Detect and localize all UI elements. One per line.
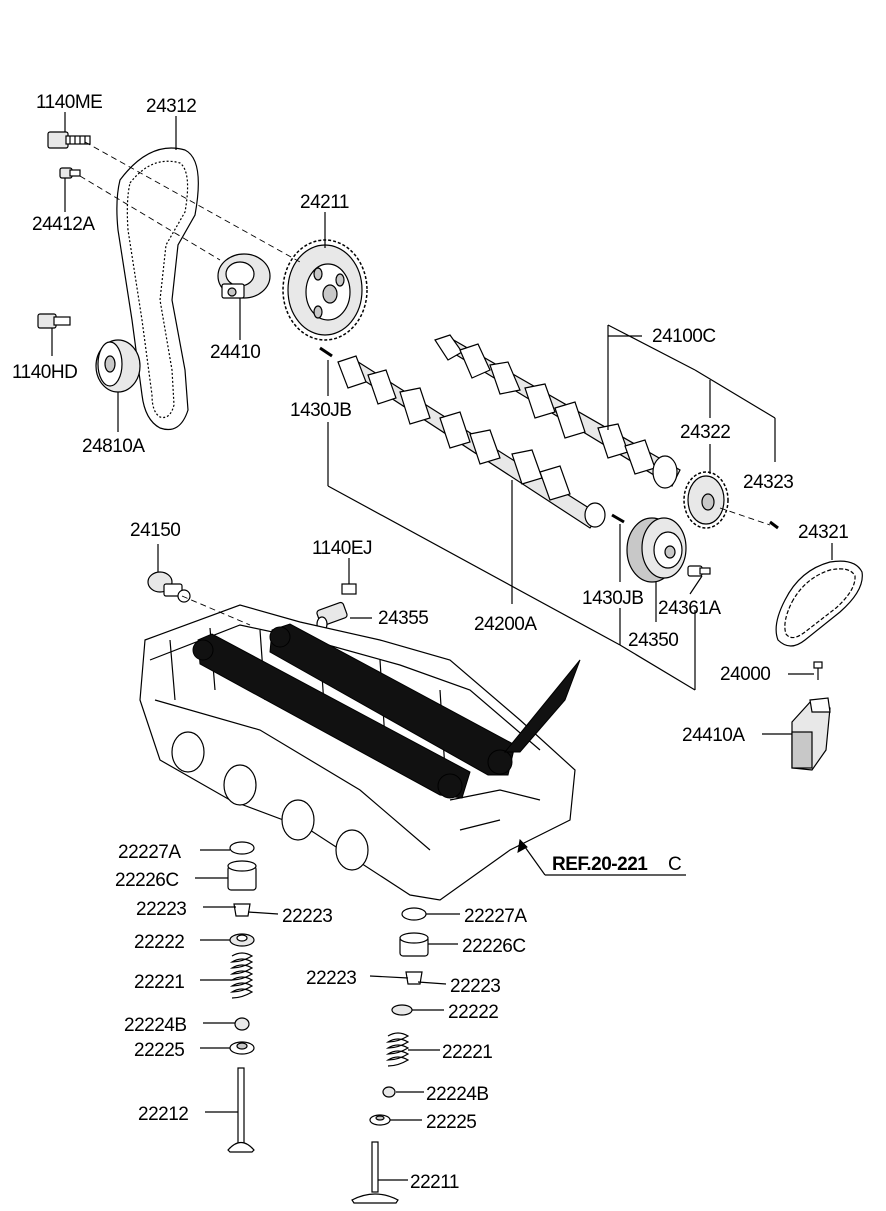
- cvvt-unit: [626, 517, 687, 583]
- label-22224b-left: 22224B: [124, 1015, 187, 1036]
- label-1140ej: 1140EJ: [312, 538, 372, 559]
- label-22222-left: 22222: [134, 932, 184, 953]
- label-22222-right: 22222: [448, 1002, 498, 1023]
- ref-suffix: C: [668, 854, 681, 875]
- label-24355: 24355: [378, 608, 428, 629]
- label-1430jb-lower: 1430JB: [582, 588, 643, 609]
- label-1140hd: 1140HD: [12, 362, 77, 383]
- label-24200a: 24200A: [474, 614, 537, 635]
- cam-sensor: [316, 601, 348, 632]
- leader-lines: [51, 112, 833, 1181]
- label-24410: 24410: [210, 342, 260, 363]
- part-labels: 1140ME 24312 24412A 24211 1140HD 24410 2…: [12, 92, 849, 1193]
- label-22212: 22212: [138, 1104, 188, 1125]
- ref-prefix: REF.20-221: [552, 854, 648, 875]
- bolt-1140ej: [341, 568, 357, 595]
- label-22211: 22211: [410, 1172, 459, 1193]
- label-24000: 24000: [720, 664, 770, 685]
- cylinder-head: [139, 604, 581, 901]
- camshaft-upper: [434, 334, 681, 489]
- label-22227a-left: 22227A: [118, 842, 181, 863]
- label-22225-right: 22225: [426, 1112, 476, 1133]
- chain-tensioner: [791, 697, 831, 771]
- label-22221-left: 22221: [134, 972, 184, 993]
- label-24321: 24321: [798, 522, 848, 543]
- label-24312: 24312: [146, 96, 196, 117]
- pin-24323: [769, 520, 779, 530]
- label-22223-left-2: 22223: [282, 906, 332, 927]
- label-24322: 24322: [680, 422, 730, 443]
- label-24100c: 24100C: [652, 326, 716, 347]
- bolt-24361a: [687, 565, 711, 577]
- label-22223-right-1: 22223: [306, 968, 356, 989]
- valve-train-right: [351, 907, 429, 1204]
- label-22224b-right: 22224B: [426, 1084, 489, 1105]
- label-22221-right: 22221: [442, 1042, 492, 1063]
- label-24323: 24323: [743, 472, 793, 493]
- label-1140me: 1140ME: [36, 92, 102, 113]
- label-22226c-left: 22226C: [115, 870, 179, 891]
- bolt-1140me: [47, 131, 91, 149]
- label-22227a-right: 22227A: [464, 906, 527, 927]
- dowel-pin-top: [319, 346, 333, 358]
- bolt-1140hd: [37, 313, 71, 329]
- label-22226c-right: 22226C: [462, 936, 526, 957]
- label-24810a: 24810A: [82, 436, 145, 457]
- belt-tensioner: [217, 253, 271, 299]
- label-24350: 24350: [628, 630, 678, 651]
- label-1430jb-upper: 1430JB: [290, 400, 351, 421]
- chain-sprocket: [683, 471, 729, 529]
- label-22223-left-1: 22223: [136, 899, 186, 920]
- dowel-pin-bottom: [611, 513, 625, 524]
- label-24150: 24150: [130, 520, 180, 541]
- cam-sprocket: [282, 239, 368, 341]
- label-24361a: 24361A: [658, 598, 721, 619]
- oil-control-valve: [147, 571, 191, 603]
- label-24410a: 24410A: [682, 725, 745, 746]
- label-24211: 24211: [300, 192, 349, 213]
- idler-pulley: [95, 339, 141, 393]
- bolt-24000: [813, 661, 823, 680]
- valve-train-left: [227, 841, 257, 1153]
- label-22225-left: 22225: [134, 1040, 184, 1061]
- label-22223-right-2: 22223: [450, 976, 500, 997]
- bolt-24412a: [59, 167, 81, 179]
- label-24412a: 24412A: [32, 214, 95, 235]
- timing-chain: [775, 560, 863, 647]
- camshaft-lower: [337, 355, 606, 529]
